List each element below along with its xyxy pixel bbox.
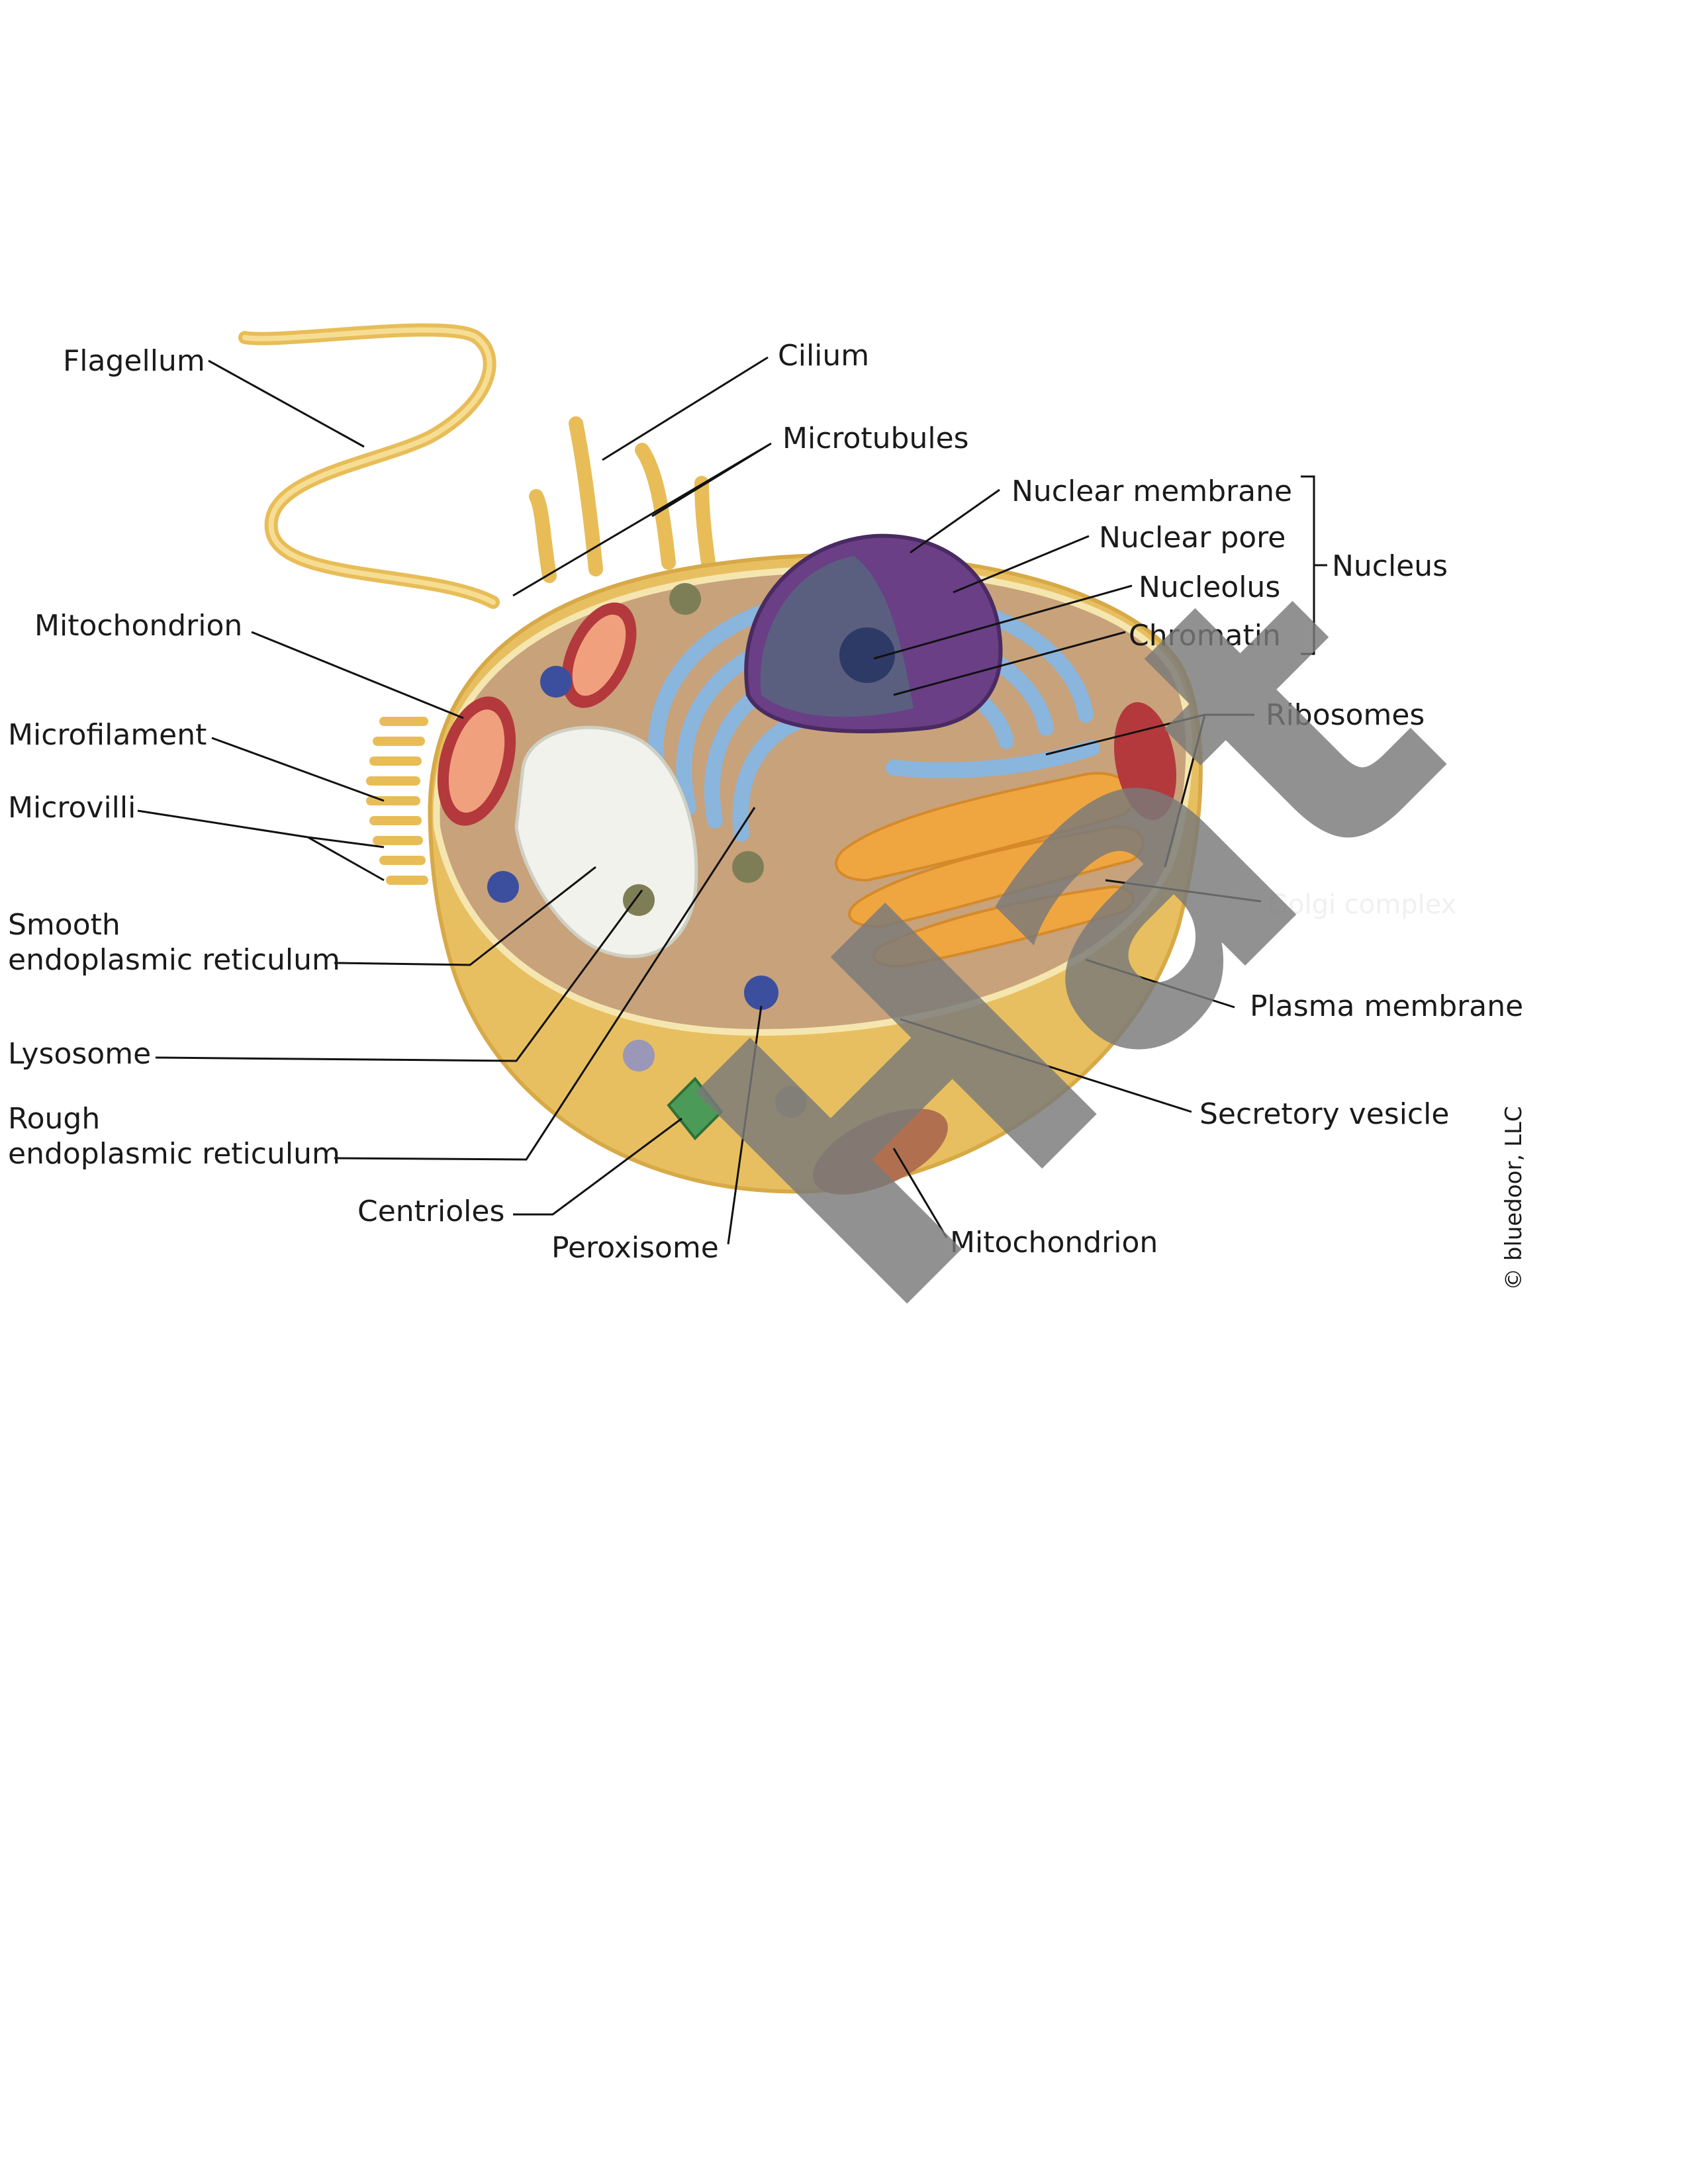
label-chromatin: Chromatin xyxy=(1129,619,1281,653)
label-nucleolus: Nucleolus xyxy=(1139,570,1280,604)
cell-illustration xyxy=(238,323,1203,1195)
label-nuclear-pore: Nuclear pore xyxy=(1099,521,1286,555)
label-plasma-membrane: Plasma membrane xyxy=(1250,989,1523,1023)
small-organelles xyxy=(487,583,807,1140)
label-mitochondrion-top: Mitochondrion xyxy=(34,609,242,643)
label-microtubules: Microtubules xyxy=(782,422,969,455)
label-peroxisome: Peroxisome xyxy=(551,1231,719,1265)
cilia xyxy=(529,416,716,583)
label-smooth-er-line2: endoplasmic reticulum xyxy=(8,943,340,977)
label-centrioles: Centrioles xyxy=(357,1195,504,1228)
label-nucleus: Nucleus xyxy=(1332,549,1448,583)
label-microfilament: Microfilament xyxy=(8,718,207,752)
leader-lines xyxy=(137,356,1327,1245)
label-nuclear-membrane: Nuclear membrane xyxy=(1011,475,1292,508)
label-cilium: Cilium xyxy=(778,339,869,373)
label-smooth-er-line1: Smooth xyxy=(8,908,120,942)
flagellum-shape xyxy=(238,323,500,609)
label-rough-er-line1: Rough xyxy=(8,1102,100,1136)
labels: Flagellum Cilium Microtubules Nuclear me… xyxy=(8,339,1523,1265)
label-secretory-vesicle: Secretory vesicle xyxy=(1199,1097,1449,1131)
label-ribosomes: Ribosomes xyxy=(1266,698,1425,732)
label-golgi: Golgi complex xyxy=(1268,889,1456,920)
microvilli-shape xyxy=(366,717,428,885)
mitochondria-shapes xyxy=(437,602,1176,1195)
label-lysosome: Lysosome xyxy=(8,1037,151,1071)
copyright-credit: © bluedoor, LLC xyxy=(1501,1106,1527,1291)
label-flagellum: Flagellum xyxy=(63,344,205,378)
nucleolus-shape xyxy=(839,627,895,683)
label-microvilli: Microvilli xyxy=(8,791,136,825)
label-mitochondrion-bottom: Mitochondrion xyxy=(950,1226,1158,1259)
golgi-shape xyxy=(835,772,1145,968)
label-rough-er-line2: endoplasmic reticulum xyxy=(8,1137,340,1171)
